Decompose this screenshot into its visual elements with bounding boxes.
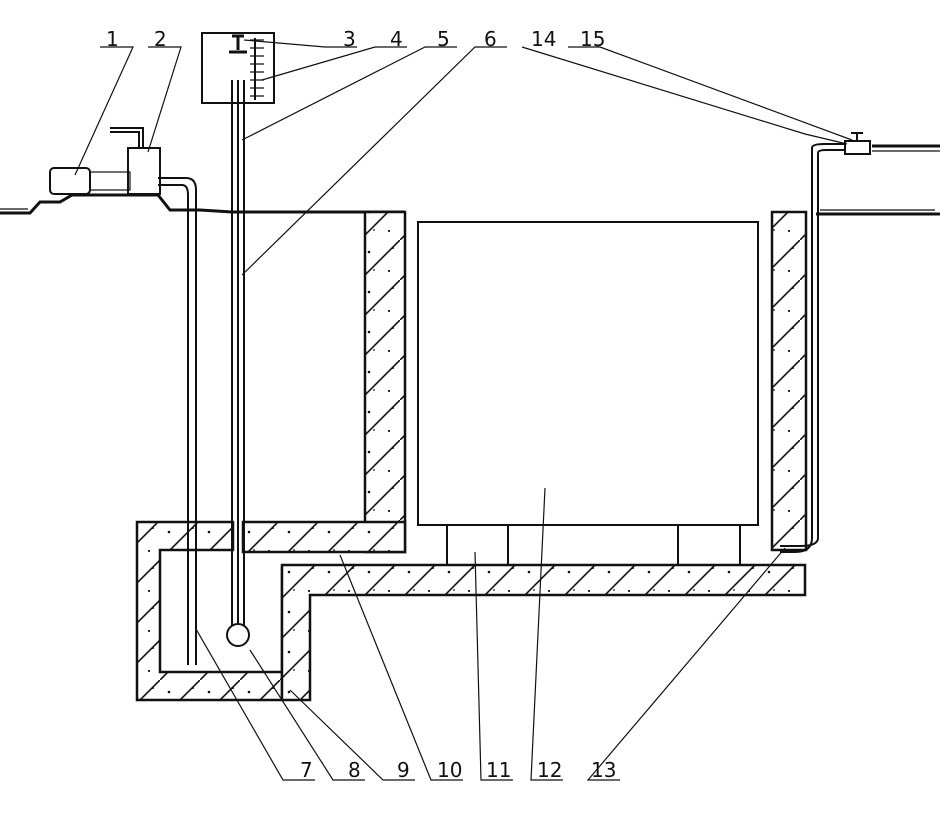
drain-pipe (780, 143, 845, 553)
callout-10: 10 (437, 758, 462, 782)
callout-1: 1 (106, 27, 119, 51)
callout-14: 14 (531, 27, 556, 51)
right-pit-wall (770, 210, 808, 552)
float-rod (231, 80, 245, 625)
callout-8: 8 (348, 758, 361, 782)
valve (844, 132, 871, 155)
float-ball (226, 623, 250, 647)
left-pit-floor-slab (241, 520, 407, 554)
machine-foundation-block (417, 221, 759, 526)
ground-line (0, 144, 940, 216)
suction-pipe (158, 177, 197, 665)
callout-11: 11 (486, 758, 511, 782)
callout-2: 2 (154, 27, 167, 51)
callout-4: 4 (390, 27, 403, 51)
motor (49, 167, 131, 195)
callout-6: 6 (484, 27, 497, 51)
callout-12: 12 (537, 758, 562, 782)
foundation-slab (280, 563, 807, 702)
pump (110, 127, 161, 195)
left-pit-right-wall (363, 210, 407, 554)
callout-labels: 1 2 3 4 5 6 14 15 7 8 9 10 11 12 13 (106, 27, 616, 782)
support-blocks (446, 525, 741, 565)
leader-lines (74, 39, 853, 781)
callout-3: 3 (343, 27, 356, 51)
callout-15: 15 (580, 27, 605, 51)
callout-7: 7 (300, 758, 313, 782)
callout-5: 5 (437, 27, 450, 51)
callout-9: 9 (397, 758, 410, 782)
callout-13: 13 (591, 758, 616, 782)
